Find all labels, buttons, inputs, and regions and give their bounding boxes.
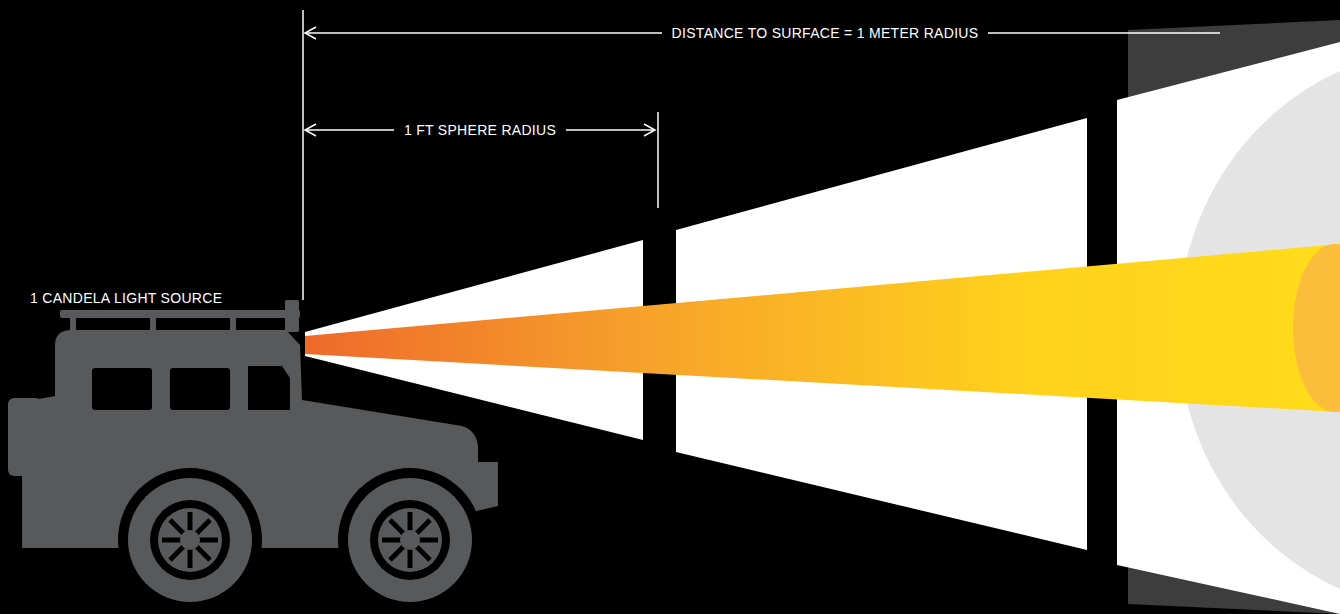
light-beam (305, 244, 1340, 412)
beam-spot (1293, 244, 1340, 412)
vehicle-windows (92, 366, 290, 410)
dimension-label: DISTANCE TO SURFACE = 1 METER RADIUS (662, 24, 989, 42)
dimension-label: 1 CANDELA LIGHT SOURCE (20, 289, 232, 307)
dimension-lines (303, 10, 1220, 300)
vehicle-wheels (118, 468, 482, 612)
dimension-label: 1 FT SPHERE RADIUS (394, 121, 566, 139)
